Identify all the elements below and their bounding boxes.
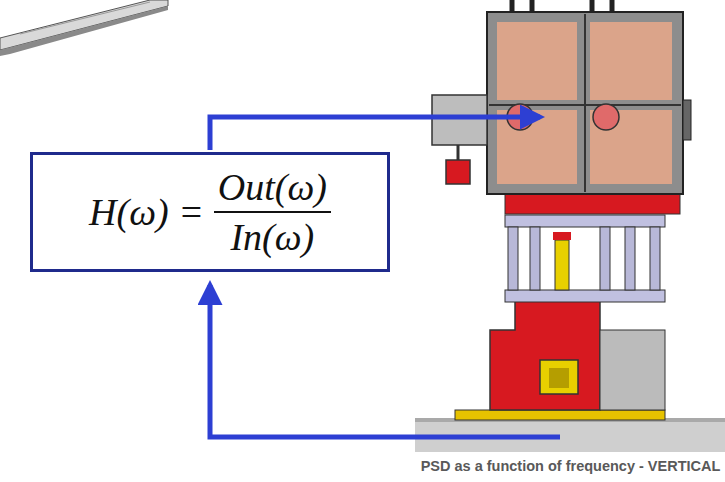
pedestal-foot [455, 410, 665, 420]
cable [457, 145, 460, 160]
cad-slab-edge [0, 6, 168, 56]
panel [590, 22, 672, 100]
pedestal-side [600, 330, 665, 410]
caption: PSD as a function of frequency - VERTICA… [418, 458, 723, 474]
frame-column [600, 227, 610, 290]
formula-lhs: H(ω) = [89, 190, 204, 234]
red-clamp [553, 232, 571, 240]
side-plate [683, 100, 691, 140]
panel [497, 22, 577, 100]
frame-column [625, 227, 635, 290]
formula-box: H(ω) =Out(ω)In(ω) [30, 152, 390, 272]
lifting-hook [592, 0, 612, 12]
frame-top [505, 215, 665, 227]
frame-column [508, 227, 518, 290]
cad-slab [0, 0, 168, 50]
frame-base [505, 290, 665, 302]
red-mount [505, 192, 680, 214]
pedestal-window-inner [549, 368, 569, 388]
frame-column [650, 227, 660, 290]
pedestal-window [540, 360, 578, 394]
pedestal [490, 300, 600, 410]
yellow-rod [555, 240, 569, 290]
red-box [446, 160, 470, 184]
sensor [593, 104, 619, 130]
frame-column [530, 227, 540, 290]
lifting-hook [512, 0, 532, 12]
fraction: Out(ω)In(ω) [214, 165, 331, 259]
side-cylinder [432, 95, 487, 145]
seam [584, 14, 586, 192]
output-leader [210, 117, 540, 150]
denominator: In(ω) [226, 213, 318, 259]
instrument-body [487, 12, 683, 194]
input-leader [210, 285, 560, 437]
cad-line [20, 2, 150, 34]
numerator: Out(ω) [214, 165, 331, 213]
